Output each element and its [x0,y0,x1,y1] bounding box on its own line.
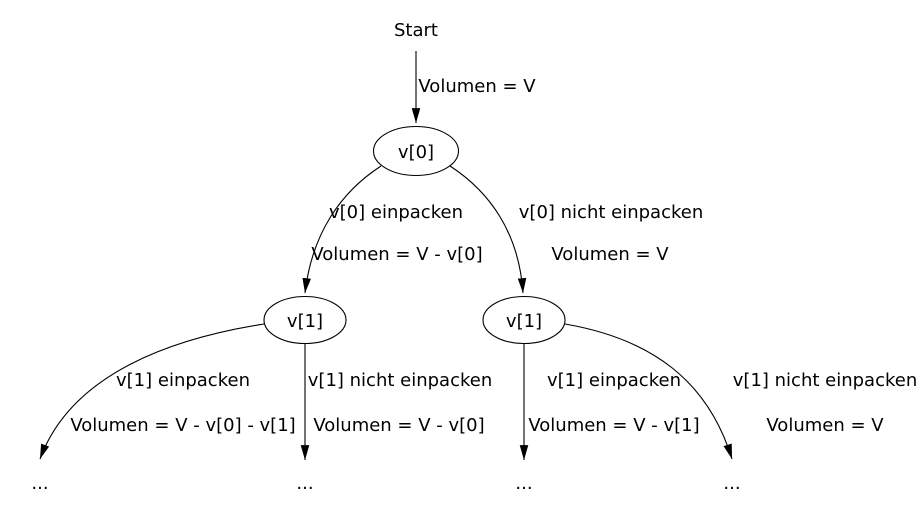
edge-label-left-pack-action: v[1] einpacken [116,370,250,391]
node-start-label: Start [394,20,438,41]
edge-right-nopack [564,323,733,460]
edge-root-pack [302,165,382,294]
node-left-label: v[1] [287,311,323,332]
edge-label-root-nopack-volume: Volumen = V [551,244,669,265]
edge-label-root-nopack-action: v[0] nicht einpacken [519,202,703,223]
node-root-label: v[0] [398,142,434,163]
edge-root-nopack [449,165,527,294]
leaf-node-2: ... [296,473,313,494]
node-right-ellipse [482,295,566,345]
edge-label-left-nopack-action: v[1] nicht einpacken [308,370,492,391]
leaf-node-3: ... [515,473,532,494]
edge-label-left-pack-volume: Volumen = V - v[0] - v[1] [70,415,295,436]
node-root-ellipse [372,125,460,177]
edge-label-root-pack-volume: Volumen = V - v[0] [311,244,482,265]
edge-label-right-pack-volume: Volumen = V - v[1] [528,415,699,436]
edge-label-root-pack-action: v[0] einpacken [329,202,463,223]
edge-label-left-nopack-volume: Volumen = V - v[0] [313,415,484,436]
leaf-node-4: ... [723,473,740,494]
node-left-ellipse [263,295,347,345]
edge-label-right-nopack-action: v[1] nicht einpacken [733,370,917,391]
node-right-label: v[1] [506,311,542,332]
edge-label-right-pack-action: v[1] einpacken [547,370,681,391]
leaf-node-1: ... [31,473,48,494]
edge-left-pack [39,323,265,460]
edge-label-right-nopack-volume: Volumen = V [766,415,884,436]
edge-label-start-volume: Volumen = V [418,76,536,97]
